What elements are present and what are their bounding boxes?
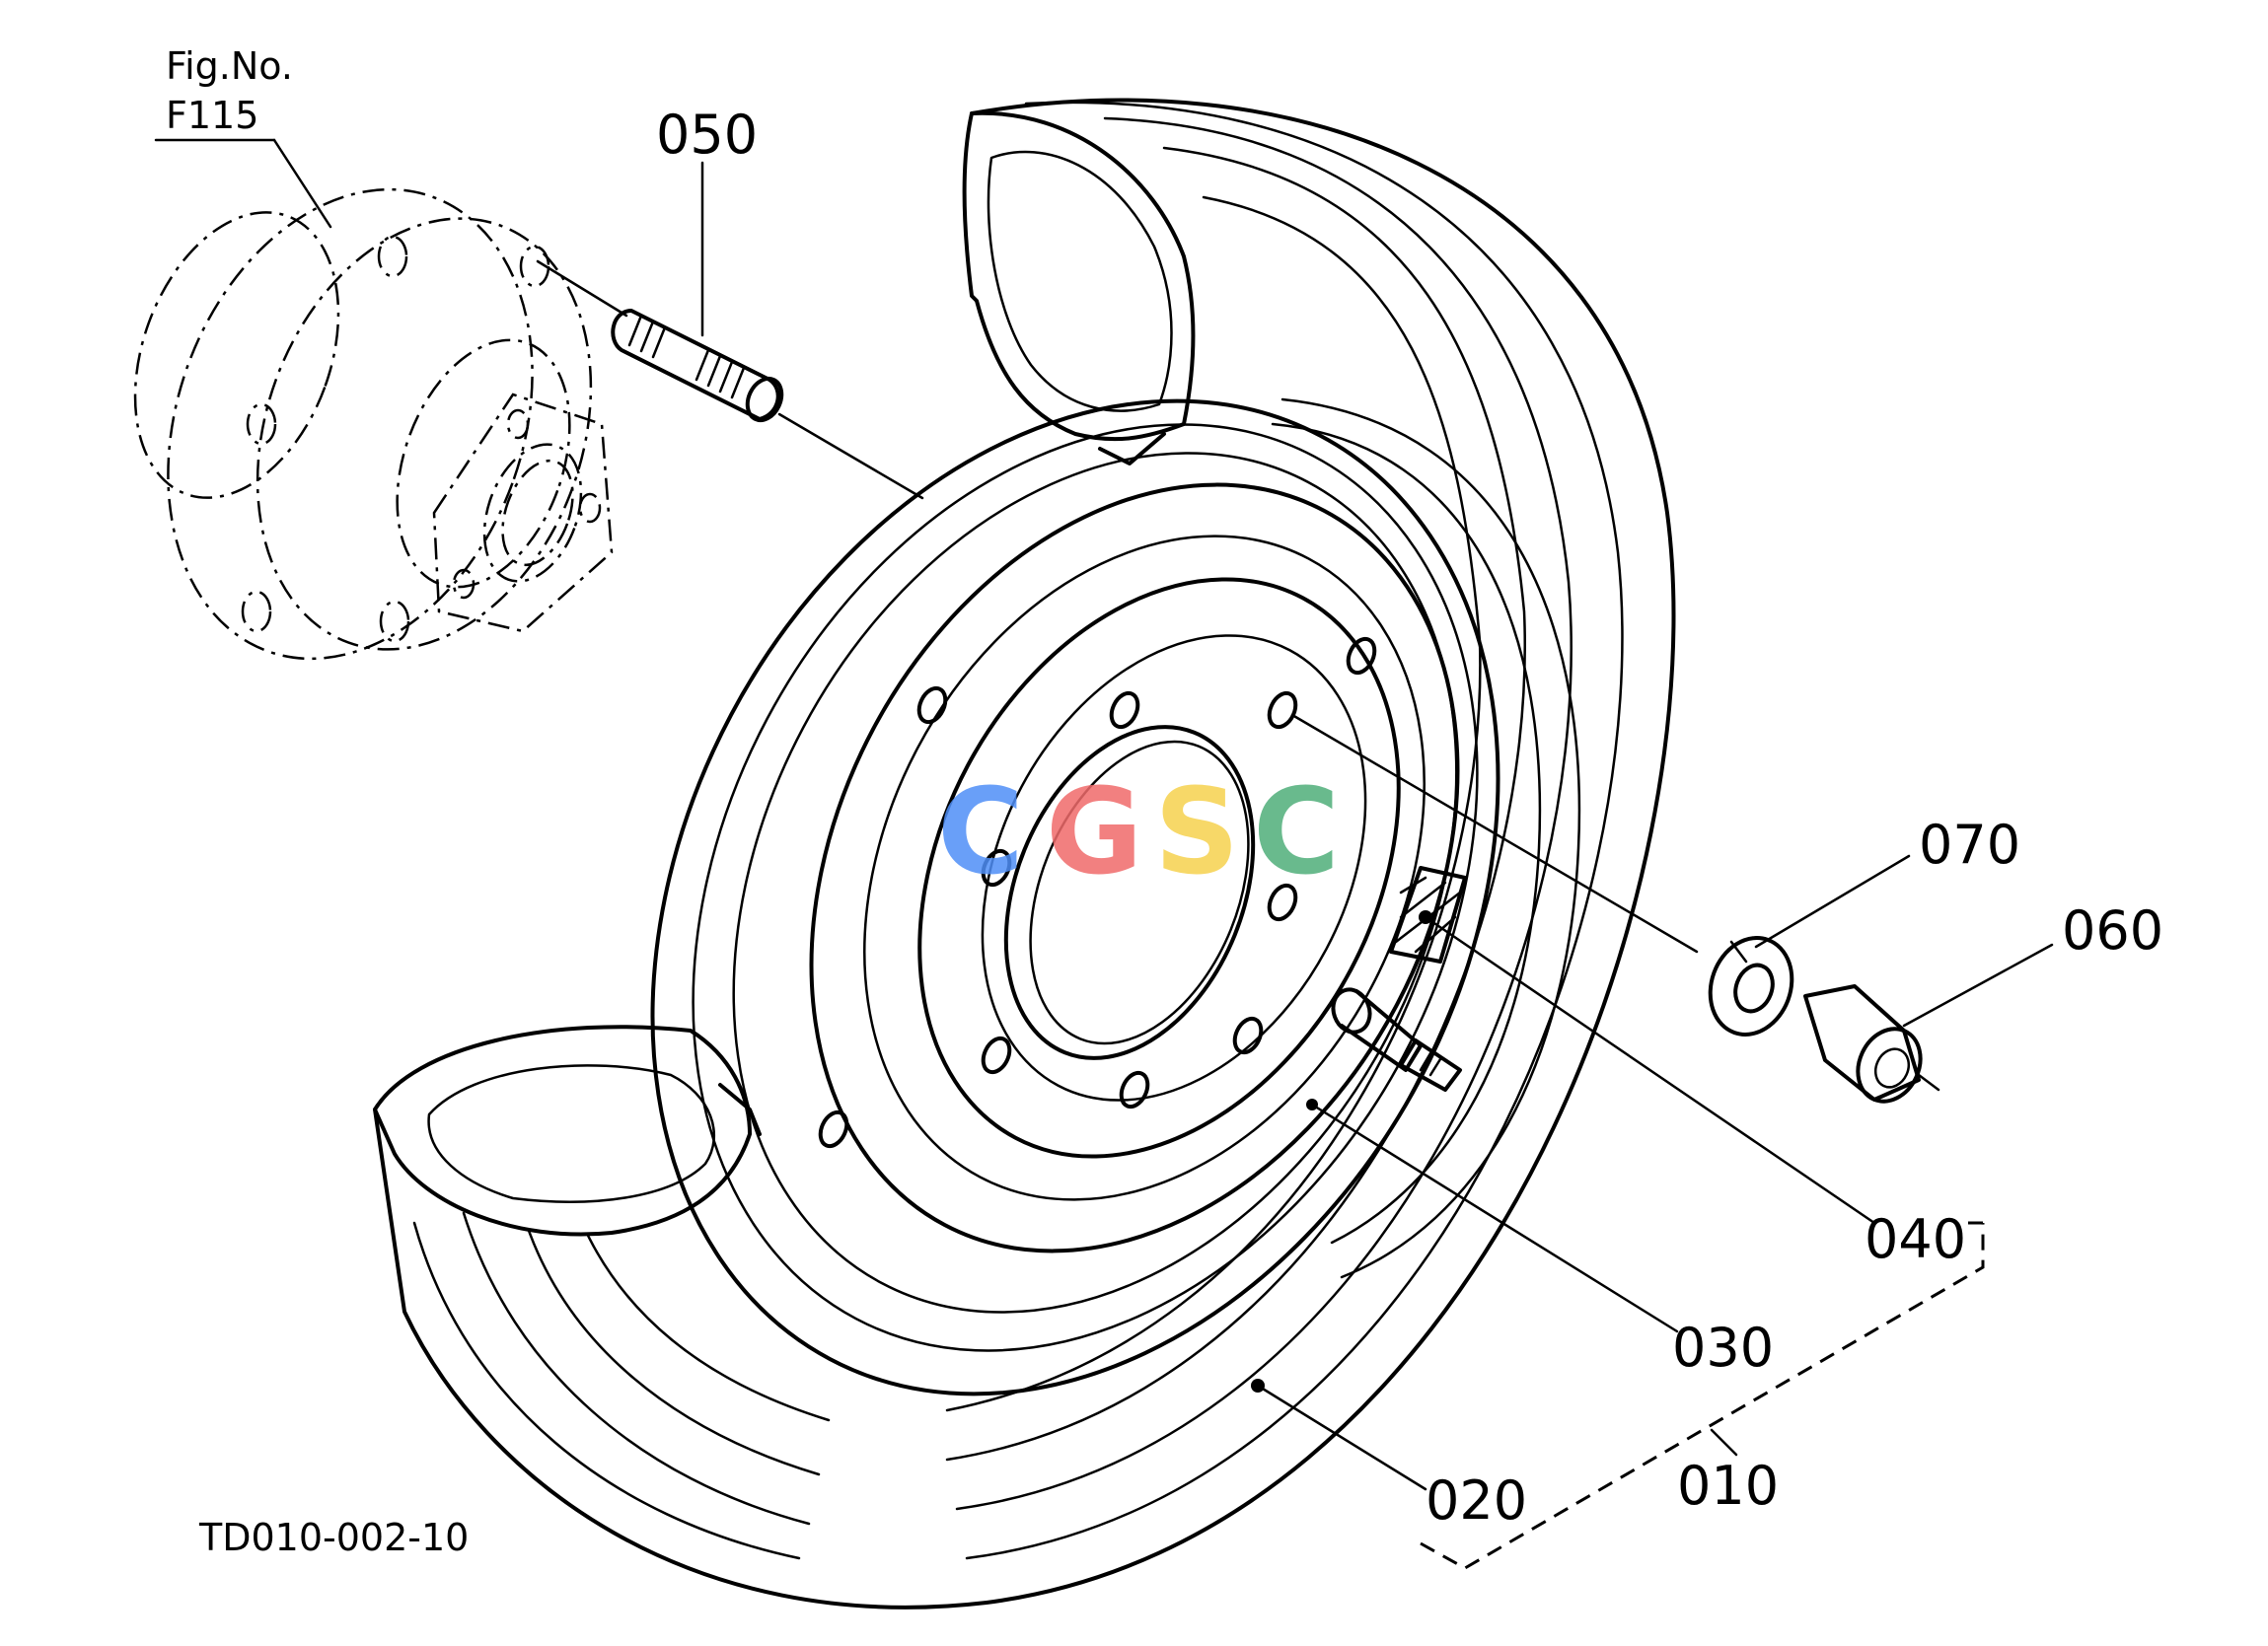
wheel-nut: [1803, 984, 1923, 1104]
watermark-letter-g: G: [1046, 764, 1143, 901]
part-label-060: 060: [2062, 899, 2163, 962]
valve: [1331, 987, 1462, 1092]
watermark-letter-c1: C: [937, 764, 1024, 901]
watermark: C G S C: [937, 764, 1340, 901]
fig-ref-number: F115: [166, 94, 258, 137]
fig-ref-label: Fig.No.: [166, 44, 293, 88]
stud-bolt: [536, 259, 924, 500]
tyre: [373, 98, 1676, 1610]
leader-lines: [154, 138, 2054, 1491]
labels: Fig.No. F115 050 070 060 040 030 020 010…: [166, 44, 2163, 1559]
part-label-070: 070: [1919, 814, 2020, 876]
hub-reference: [133, 187, 614, 661]
assembly-bracket-010: [1420, 1221, 1985, 1570]
part-label-030: 030: [1672, 1317, 1774, 1379]
part-label-010: 010: [1677, 1455, 1779, 1517]
part-label-050: 050: [656, 104, 758, 166]
lock-washer: [1708, 936, 1794, 1037]
watermark-letter-c2: C: [1253, 764, 1340, 901]
rim-disc: [650, 397, 1581, 1396]
part-label-040: 040: [1865, 1208, 1966, 1270]
watermark-letter-s: S: [1154, 764, 1239, 901]
part-label-020: 020: [1426, 1469, 1527, 1532]
drawing-code: TD010-002-10: [198, 1516, 469, 1559]
